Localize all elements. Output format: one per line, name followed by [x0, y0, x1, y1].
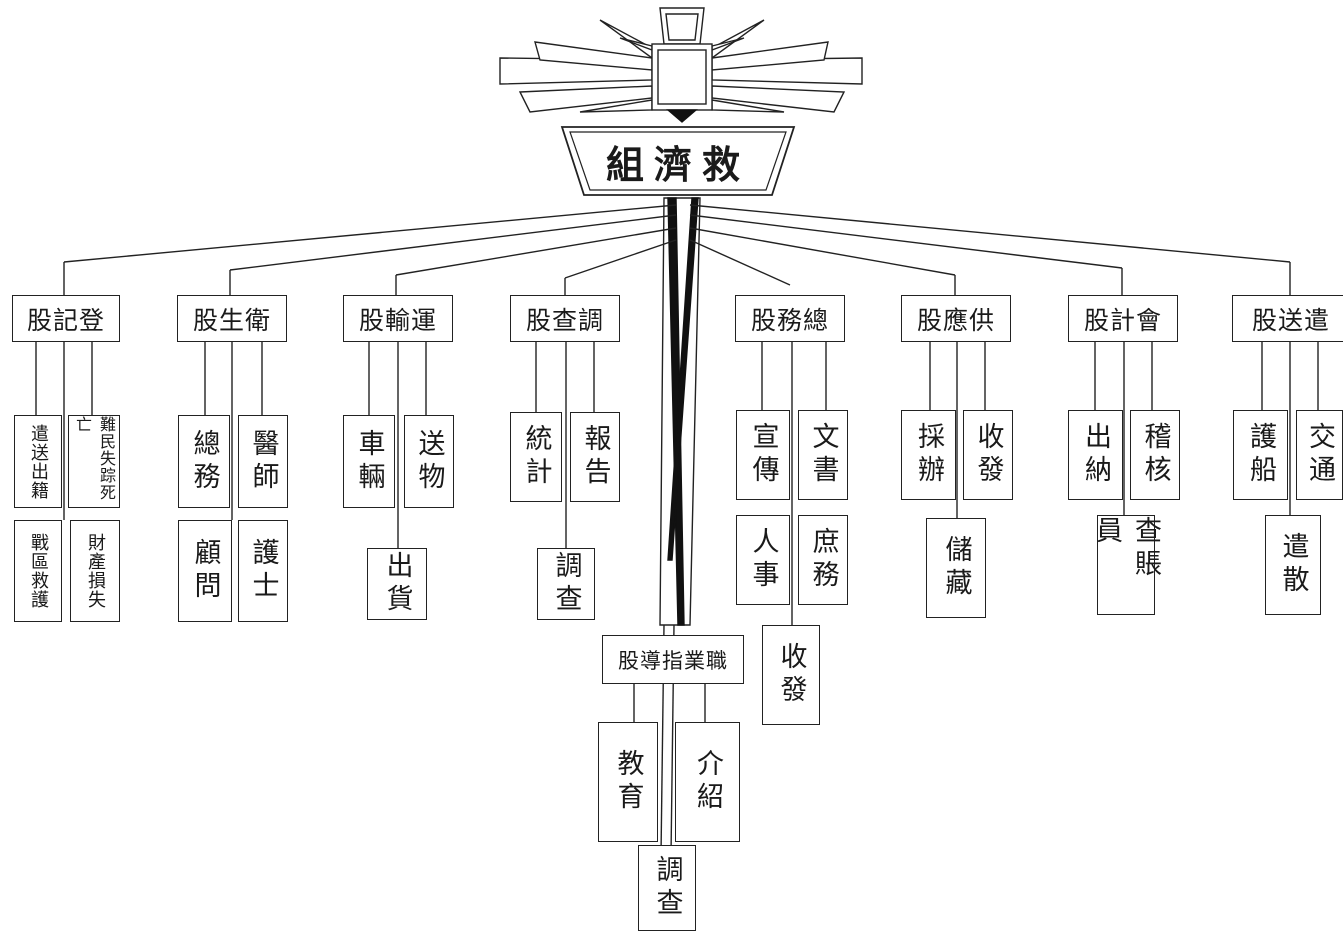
- sub-box: 戰區救護: [14, 520, 62, 622]
- sub-box: 遣送出籍: [14, 415, 62, 508]
- sub-box: 收發: [963, 410, 1013, 500]
- sub-box: 交通: [1296, 410, 1343, 500]
- sub-box: 人事: [736, 515, 790, 605]
- section-supply: 股應供: [901, 295, 1011, 342]
- sub-box: 稽核: [1130, 410, 1180, 500]
- sub-box: 送物: [404, 415, 454, 508]
- section-investigation: 股查調: [510, 295, 620, 342]
- sub-box: 顧問: [178, 520, 232, 622]
- sub-box: 護船: [1233, 410, 1288, 500]
- sub-box: 收發: [762, 625, 820, 725]
- sub-box: 出貨: [367, 548, 427, 620]
- section-registration: 股記登: [12, 295, 120, 342]
- section-vocational-guidance: 股導指業職: [602, 635, 744, 684]
- sub-box: 護士: [238, 520, 288, 622]
- section-transport: 股輸運: [343, 295, 453, 342]
- sub-box: 查賬員: [1091, 515, 1161, 615]
- sub-box: 儲藏: [926, 518, 986, 618]
- sub-box: 教育: [598, 722, 658, 842]
- root-title: 組濟救: [605, 141, 750, 187]
- sub-box: 財產損失: [70, 520, 120, 622]
- sub-box: 介紹: [675, 722, 740, 842]
- section-accounting: 股計會: [1068, 295, 1178, 342]
- sub-box: 出納: [1068, 410, 1123, 500]
- sub-box: 調查: [537, 548, 595, 620]
- sub-box: 遣散: [1265, 515, 1321, 615]
- root-title-box: 組濟救: [560, 125, 796, 197]
- sub-box: 宣傳: [736, 410, 790, 500]
- sub-box: 車輛: [343, 415, 395, 508]
- sub-box: 庶務: [798, 515, 848, 605]
- section-repatriation: 股送遣: [1232, 295, 1343, 342]
- sub-box: 總務: [178, 415, 230, 508]
- section-health: 股生衛: [177, 295, 287, 342]
- sub-box: 醫師: [238, 415, 288, 508]
- sub-box: 統計: [510, 412, 562, 502]
- section-general-affairs: 股務總: [735, 295, 845, 342]
- sub-box: 難民失踪死亡: [68, 415, 120, 508]
- sub-box: 採辦: [901, 410, 956, 500]
- sub-box: 文書: [798, 410, 848, 500]
- sub-box: 報告: [570, 412, 620, 502]
- sub-box: 調查: [638, 845, 696, 931]
